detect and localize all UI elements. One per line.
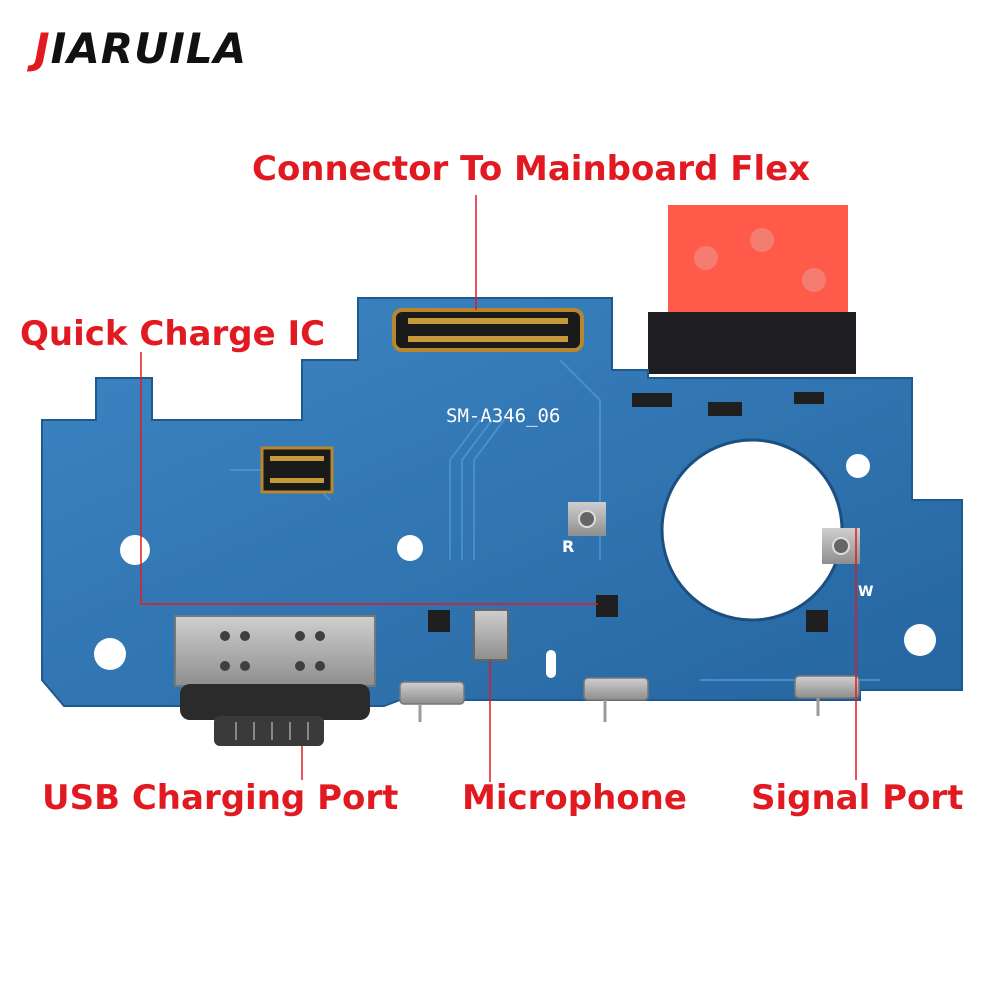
brand-logo-first-letter: J — [34, 24, 51, 73]
antenna-socket-w — [822, 528, 860, 564]
label-signal-port: Signal Port — [751, 778, 964, 818]
label-usb-charging-port: USB Charging Port — [42, 778, 399, 818]
mount-hole — [660, 438, 844, 622]
usb-c-port — [174, 615, 376, 746]
board-mark-w: W — [858, 584, 873, 600]
quick-charge-ic — [260, 446, 334, 494]
flex-cable-black — [648, 312, 856, 374]
label-connector-to-mainboard-flex: Connector To Mainboard Flex — [252, 149, 811, 189]
brand-logo-rest: IARUILA — [50, 24, 248, 73]
brand-logo: JIARUILA — [34, 24, 247, 73]
board-model-silkscreen: SM-A346_06 — [446, 405, 560, 427]
board-connector — [392, 308, 584, 352]
microphone-component — [473, 609, 509, 661]
label-microphone: Microphone — [462, 778, 687, 818]
label-quick-charge-ic: Quick Charge IC — [20, 314, 326, 354]
antenna-socket-r — [568, 502, 606, 536]
board-mark-r: R — [562, 537, 574, 556]
